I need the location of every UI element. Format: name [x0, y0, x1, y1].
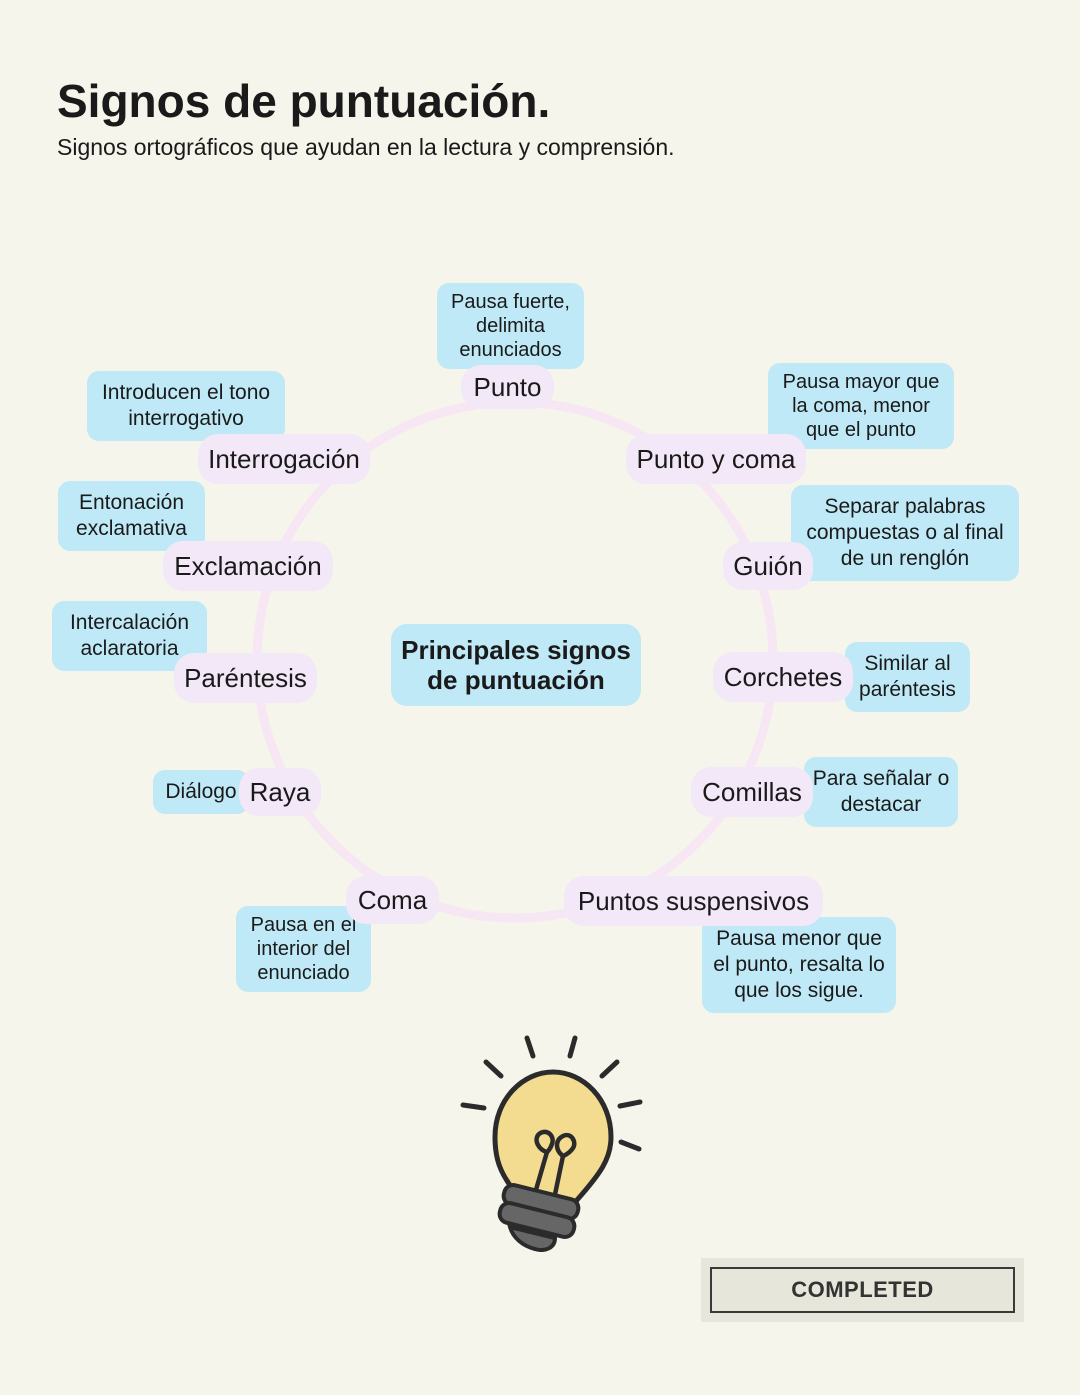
punto-description: Pausa fuerte, delimita enunciados	[437, 283, 584, 369]
node-raya: Raya	[239, 768, 321, 816]
node-punto-y-coma: Punto y coma	[626, 434, 806, 484]
exclamacion-description: Entonación exclamativa	[58, 481, 205, 551]
completed-button[interactable]: COMPLETED	[710, 1267, 1015, 1313]
node-corchetes: Corchetes	[713, 652, 853, 702]
lightbulb-icon	[460, 1035, 643, 1252]
raya-description: Diálogo	[153, 770, 249, 814]
node-coma: Coma	[346, 876, 439, 924]
central-topic: Principales signos de puntuación	[391, 624, 641, 706]
corchetes-description: Similar al paréntesis	[845, 642, 970, 712]
completed-panel: COMPLETED	[701, 1258, 1024, 1322]
node-puntos-suspensivos: Puntos suspensivos	[564, 876, 823, 926]
punto-y-coma-description: Pausa mayor que la coma, menor que el pu…	[768, 363, 954, 449]
node-guion: Guión	[723, 542, 813, 590]
node-comillas: Comillas	[691, 767, 813, 817]
guion-description: Separar palabras compuestas o al final d…	[791, 485, 1019, 581]
comillas-description: Para señalar o destacar	[804, 757, 958, 827]
node-punto: Punto	[461, 365, 554, 409]
node-exclamacion: Exclamación	[163, 541, 333, 591]
page-subtitle: Signos ortográficos que ayudan en la lec…	[57, 134, 675, 160]
coma-description: Pausa en el interior del enunciado	[236, 906, 371, 992]
puntos-suspensivos-description: Pausa menor que el punto, resalta lo que…	[702, 917, 896, 1013]
page-title: Signos de puntuación.	[57, 75, 551, 127]
node-parentesis: Paréntesis	[174, 653, 317, 703]
interrogacion-description: Introducen el tono interrogativo	[87, 371, 285, 441]
node-interrogacion: Interrogación	[198, 434, 370, 484]
